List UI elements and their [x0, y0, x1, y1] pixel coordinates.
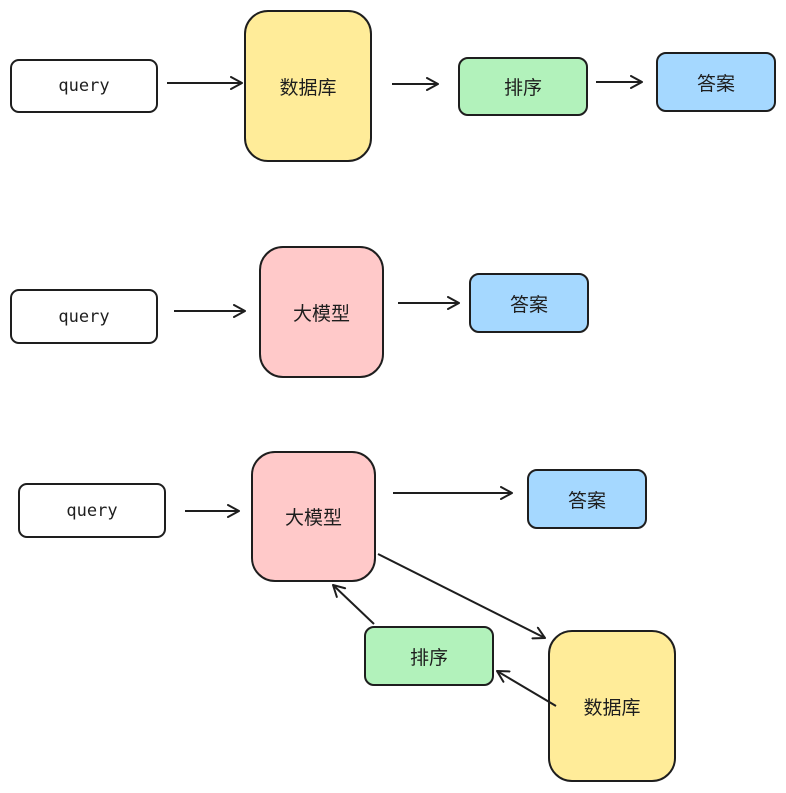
- row2-answer-label: 答案: [509, 293, 548, 316]
- row2-answer-node: 答案: [469, 273, 589, 333]
- row3-query-node: query: [18, 483, 166, 538]
- row3-arrow-llm-to-database: [377, 553, 546, 640]
- row2-query-label: query: [58, 306, 110, 327]
- row1-query-node: query: [10, 59, 158, 113]
- row3-answer-label: 答案: [567, 489, 606, 512]
- row3-database-node: 数据库: [548, 630, 676, 782]
- row3-arrow-sort-to-llm: [332, 584, 375, 625]
- row3-arrow-database-to-sort: [496, 670, 557, 707]
- row2-llm-node: 大模型: [259, 246, 384, 378]
- row3-database-label: 数据库: [583, 696, 641, 719]
- row1-sort-label: 排序: [503, 77, 542, 99]
- row1-database-node: 数据库: [244, 10, 372, 162]
- row3-llm-label: 大模型: [284, 507, 342, 529]
- row3-query-label: query: [66, 500, 118, 521]
- row1-database-label: 数据库: [279, 76, 337, 99]
- row3-llm-node: 大模型: [251, 451, 376, 582]
- row3-answer-node: 答案: [527, 469, 647, 529]
- row1-answer-label: 答案: [696, 72, 735, 95]
- row1-query-label: query: [58, 76, 110, 96]
- row3-sort-node: 排序: [364, 626, 494, 686]
- row2-llm-label: 大模型: [292, 302, 350, 325]
- row1-sort-node: 排序: [458, 57, 588, 116]
- row1-answer-node: 答案: [656, 52, 776, 112]
- row3-sort-label: 排序: [409, 646, 448, 669]
- row2-query-node: query: [10, 289, 158, 344]
